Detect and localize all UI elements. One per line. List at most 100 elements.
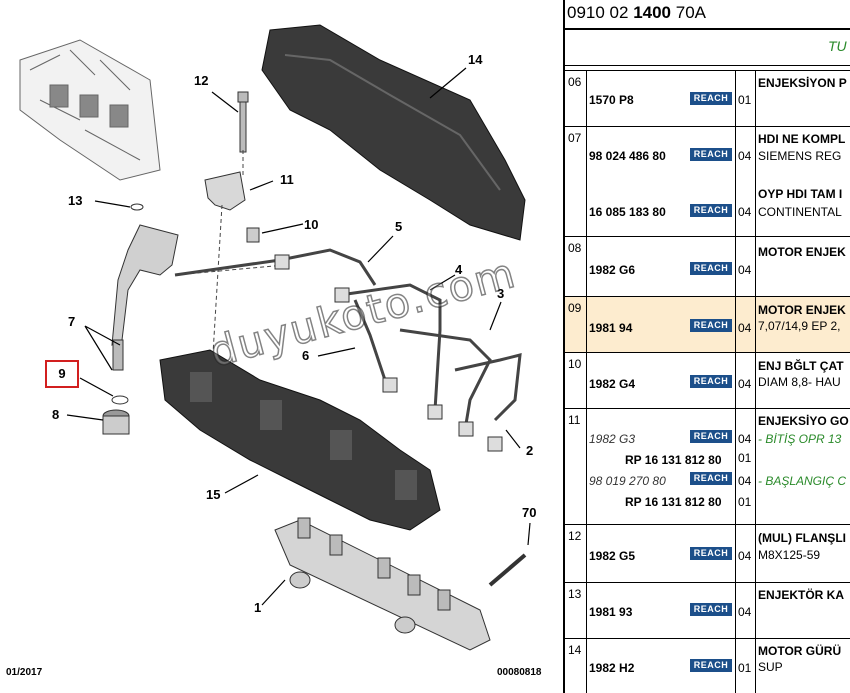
callout-2[interactable]: 2	[526, 443, 534, 458]
reach-badge: REACH	[690, 92, 732, 105]
reach-badge: REACH	[690, 603, 732, 616]
callout-1[interactable]: 1	[254, 600, 262, 615]
part-number[interactable]: 1982 G5	[589, 549, 636, 563]
part-number[interactable]: 98 019 270 80	[589, 474, 666, 488]
part-number[interactable]: 16 085 183 80	[589, 205, 666, 219]
table-row[interactable]: 10 1982 G4 REACH 04 ENJ BĞLT ÇAT DIAM 8,…	[565, 352, 850, 408]
description: ENJEKSİYON P	[758, 76, 847, 90]
reach-badge: REACH	[690, 547, 732, 560]
callout-11[interactable]: 11	[280, 172, 294, 187]
group-number: 08	[568, 241, 582, 255]
description-detail: 7,07/14,9 EP 2,	[758, 319, 841, 333]
group-number: 12	[568, 529, 582, 543]
replacement-part-number[interactable]: RP 16 131 812 80	[625, 495, 722, 509]
quantity: 04	[738, 549, 752, 563]
part-number[interactable]: 1982 G3	[589, 432, 636, 446]
table-row[interactable]: 07 98 024 486 80 REACH 04 HDI NE KOMPL S…	[565, 126, 850, 236]
sleeve-10-shape	[246, 227, 260, 243]
callout-15[interactable]: 15	[206, 487, 221, 502]
callout-7[interactable]: 7	[68, 314, 76, 329]
quantity: 01	[738, 495, 752, 509]
table-row[interactable]: 08 1982 G6 REACH 04 MOTOR ENJEK	[565, 236, 850, 296]
description: HDI NE KOMPL	[758, 132, 846, 146]
description: MOTOR ENJEK	[758, 245, 846, 259]
clamp-11-shape	[204, 171, 246, 211]
parts-table: 0910 02 1400 70A TU 06 1570 P8 REACH 01 …	[565, 0, 850, 693]
quantity: 04	[738, 432, 752, 446]
description: ENJ BĞLT ÇAT	[758, 359, 844, 373]
fuel-lines-shape	[174, 248, 522, 431]
callout-9-highlighted[interactable]: 9	[45, 360, 79, 388]
quantity: 04	[738, 605, 752, 619]
diagram-code: 00080818	[497, 667, 542, 678]
quantity: 04	[738, 321, 752, 335]
quantity: 01	[738, 93, 752, 107]
description-detail: M8X125-59	[758, 548, 821, 562]
description-detail: - BİTİŞ OPR 13	[758, 432, 842, 446]
group-number: 09	[568, 301, 582, 315]
part-number[interactable]: 1981 94	[589, 321, 633, 335]
part-number[interactable]: 1981 93	[589, 605, 633, 619]
callout-13[interactable]: 13	[68, 193, 83, 208]
callout-6[interactable]: 6	[302, 348, 310, 363]
part-number[interactable]: 98 024 486 80	[589, 149, 666, 163]
table-title: TU	[828, 38, 847, 54]
engine-thumbnail	[19, 39, 161, 181]
washer-9-shape	[111, 395, 129, 405]
quantity: 01	[738, 451, 752, 465]
bolt-70-shape	[488, 553, 527, 587]
table-row[interactable]: 11 1982 G3 REACH 04 ENJEKSİYO GO - BİTİŞ…	[565, 408, 850, 524]
part-number[interactable]: 1982 H2	[589, 661, 635, 675]
group-number: 11	[568, 413, 581, 427]
quantity: 04	[738, 149, 752, 163]
description-detail: DIAM 8,8- HAU	[758, 375, 841, 389]
callout-70[interactable]: 70	[522, 505, 537, 520]
callout-4[interactable]: 4	[455, 262, 463, 277]
quantity: 01	[738, 661, 752, 675]
diagram-date: 01/2017	[6, 667, 43, 678]
bolt-12-shape	[237, 91, 249, 153]
quantity: 04	[738, 263, 752, 277]
quantity: 04	[738, 377, 752, 391]
description: MOTOR ENJEK	[758, 303, 846, 317]
callout-12[interactable]: 12	[194, 73, 209, 88]
callout-5[interactable]: 5	[395, 219, 403, 234]
part-number[interactable]: 1570 P8	[589, 93, 634, 107]
callout-8[interactable]: 8	[52, 407, 60, 422]
callout-3[interactable]: 3	[497, 286, 505, 301]
description: OYP HDI TAM I	[758, 187, 843, 201]
pane-divider	[563, 0, 565, 693]
reach-badge: REACH	[690, 472, 732, 485]
description-detail: SIEMENS REG	[758, 149, 842, 163]
reach-badge: REACH	[690, 204, 732, 217]
description-detail: SUP	[758, 660, 783, 674]
engine-cover-shape	[261, 24, 526, 241]
injector-7-shape	[111, 224, 179, 371]
group-number: 13	[568, 587, 582, 601]
quantity: 04	[738, 205, 752, 219]
part-number[interactable]: 1982 G4	[589, 377, 636, 391]
part-number[interactable]: 1982 G6	[589, 263, 636, 277]
parts-diagram: 12 14 11 13 10 5 4 3 7 6 9 8 2 15 70 1 0…	[6, 24, 542, 678]
table-row[interactable]: 12 1982 G5 REACH 04 (MUL) FLANŞLI M8X125…	[565, 524, 850, 582]
intake-15-shape	[159, 349, 441, 531]
table-row[interactable]: 06 1570 P8 REACH 01 ENJEKSİYON P	[565, 70, 850, 126]
header-divider	[565, 28, 850, 30]
description: (MUL) FLANŞLI	[758, 531, 846, 545]
reference-number: 0910 02 1400 70A	[567, 3, 706, 22]
ring-13-shape	[130, 203, 144, 211]
callout-10[interactable]: 10	[304, 217, 319, 232]
replacement-part-number[interactable]: RP 16 131 812 80	[625, 453, 722, 467]
table-row[interactable]: 14 1982 H2 REACH 01 MOTOR GÜRÜ SUP	[565, 638, 850, 693]
table-row[interactable]: 13 1981 93 REACH 04 ENJEKTÖR KA	[565, 582, 850, 638]
fuel-rail-1-shape	[274, 517, 491, 651]
description: MOTOR GÜRÜ	[758, 644, 842, 658]
description-detail: - BAŞLANGIÇ C	[758, 474, 847, 488]
table-row-selected[interactable]: 09 1981 94 REACH 04 MOTOR ENJEK 7,07/14,…	[565, 296, 850, 352]
quantity: 04	[738, 474, 752, 488]
callout-14[interactable]: 14	[468, 52, 483, 67]
reach-badge: REACH	[690, 319, 732, 332]
description: ENJEKSİYO GO	[758, 414, 849, 428]
reach-badge: REACH	[690, 375, 732, 388]
group-number: 07	[568, 131, 582, 145]
